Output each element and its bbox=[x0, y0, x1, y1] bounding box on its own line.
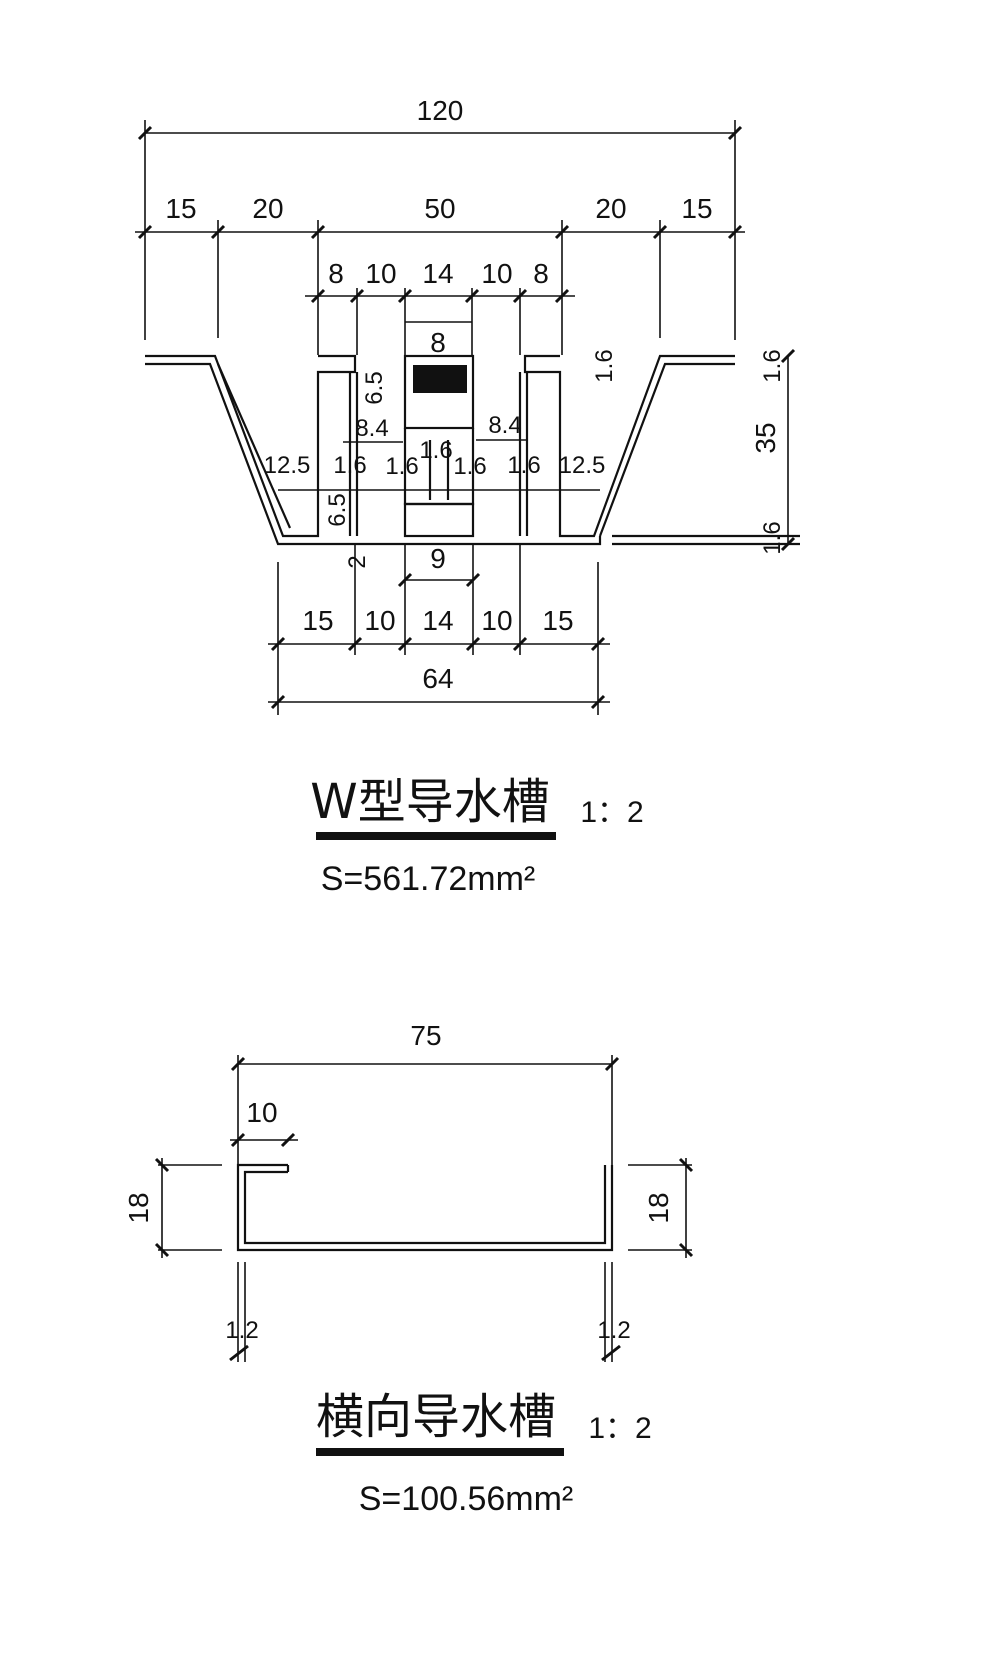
w-channel-drawing: 120 15 20 50 20 15 8 10 14 10 8 8 bbox=[135, 95, 800, 898]
dim-20-right: 20 bbox=[595, 193, 626, 224]
dim-15-left: 15 bbox=[165, 193, 196, 224]
dim-14: 14 bbox=[422, 258, 453, 289]
title-underline bbox=[316, 832, 556, 840]
h-channel-profile-inner bbox=[243, 1165, 607, 1245]
channel-left-wall bbox=[145, 354, 357, 538]
channel-right-wall bbox=[523, 354, 735, 538]
dim-1-6-d: 1.6 bbox=[453, 453, 486, 480]
dim-2: 2 bbox=[344, 555, 371, 568]
central-box bbox=[403, 354, 475, 430]
dim-15-right: 15 bbox=[681, 193, 712, 224]
dim-b-10-right: 10 bbox=[481, 605, 512, 636]
dim-1-6-left: 1.6 bbox=[591, 349, 618, 382]
h-channel-drawing: 75 10 18 18 1.2 1.2 横向导水槽 1：2 S=100.56mm… bbox=[123, 1020, 694, 1518]
dim-b-10-left: 10 bbox=[364, 605, 395, 636]
dim-8-4-right: 8.4 bbox=[488, 412, 521, 439]
dim-ticks-w bbox=[137, 125, 796, 710]
dim-18-left: 18 bbox=[123, 1192, 154, 1223]
dim-8-left: 8 bbox=[328, 258, 344, 289]
w-channel-scale: 1：2 bbox=[580, 796, 643, 829]
dim-120: 120 bbox=[417, 95, 464, 126]
dim-slot-8: 8 bbox=[430, 327, 446, 358]
dim-b-14: 14 bbox=[422, 605, 453, 636]
w-channel-title: W型导水槽 bbox=[310, 774, 549, 830]
channel-left-inner bbox=[216, 363, 292, 529]
channel-right-outer bbox=[598, 362, 735, 537]
dim-12-5-right: 12.5 bbox=[559, 452, 606, 479]
dim-12-5-left: 12.5 bbox=[264, 452, 311, 479]
dim-b-15-right: 15 bbox=[542, 605, 573, 636]
dim-ticks-h bbox=[154, 1056, 694, 1362]
dim-20-left: 20 bbox=[252, 193, 283, 224]
channel-bottom-outer bbox=[145, 362, 602, 546]
dim-10-left: 10 bbox=[365, 258, 396, 289]
dim-64: 64 bbox=[422, 663, 453, 694]
dim-8-right: 8 bbox=[533, 258, 549, 289]
dim-50: 50 bbox=[424, 193, 455, 224]
central-foot bbox=[403, 502, 475, 538]
dim-8-4-left: 8.4 bbox=[355, 415, 388, 442]
dim-6-5-bottom: 6.5 bbox=[324, 493, 351, 526]
dim-10-right: 10 bbox=[481, 258, 512, 289]
h-channel-area: S=100.56mm² bbox=[359, 1480, 574, 1518]
dim-1-6-c: 1.6 bbox=[419, 437, 452, 464]
title-underline-2 bbox=[316, 1448, 564, 1456]
w-channel-area: S=561.72mm² bbox=[321, 860, 536, 898]
dim-1-6-a: 1.6 bbox=[333, 452, 366, 479]
dim-35: 35 bbox=[750, 422, 781, 453]
h-channel-scale: 1：2 bbox=[588, 1412, 651, 1445]
dim-9: 9 bbox=[430, 543, 446, 574]
dim-18-right: 18 bbox=[643, 1192, 674, 1223]
dim-1-2-right: 1.2 bbox=[597, 1317, 630, 1344]
dim-75: 75 bbox=[410, 1020, 441, 1051]
h-channel-profile-outer bbox=[236, 1163, 614, 1252]
h-channel-title: 横向导水槽 bbox=[316, 1389, 556, 1445]
dim-6-5-top: 6.5 bbox=[361, 371, 388, 404]
dim-1-6-right-top: 1.6 bbox=[759, 349, 786, 382]
dim-1-6-e: 1.6 bbox=[507, 452, 540, 479]
dim-b-15-left: 15 bbox=[302, 605, 333, 636]
dim-10: 10 bbox=[246, 1097, 277, 1128]
dim-1-2-left: 1.2 bbox=[225, 1317, 258, 1344]
gasket bbox=[413, 365, 467, 393]
dim-1-6-b: 1.6 bbox=[385, 453, 418, 480]
